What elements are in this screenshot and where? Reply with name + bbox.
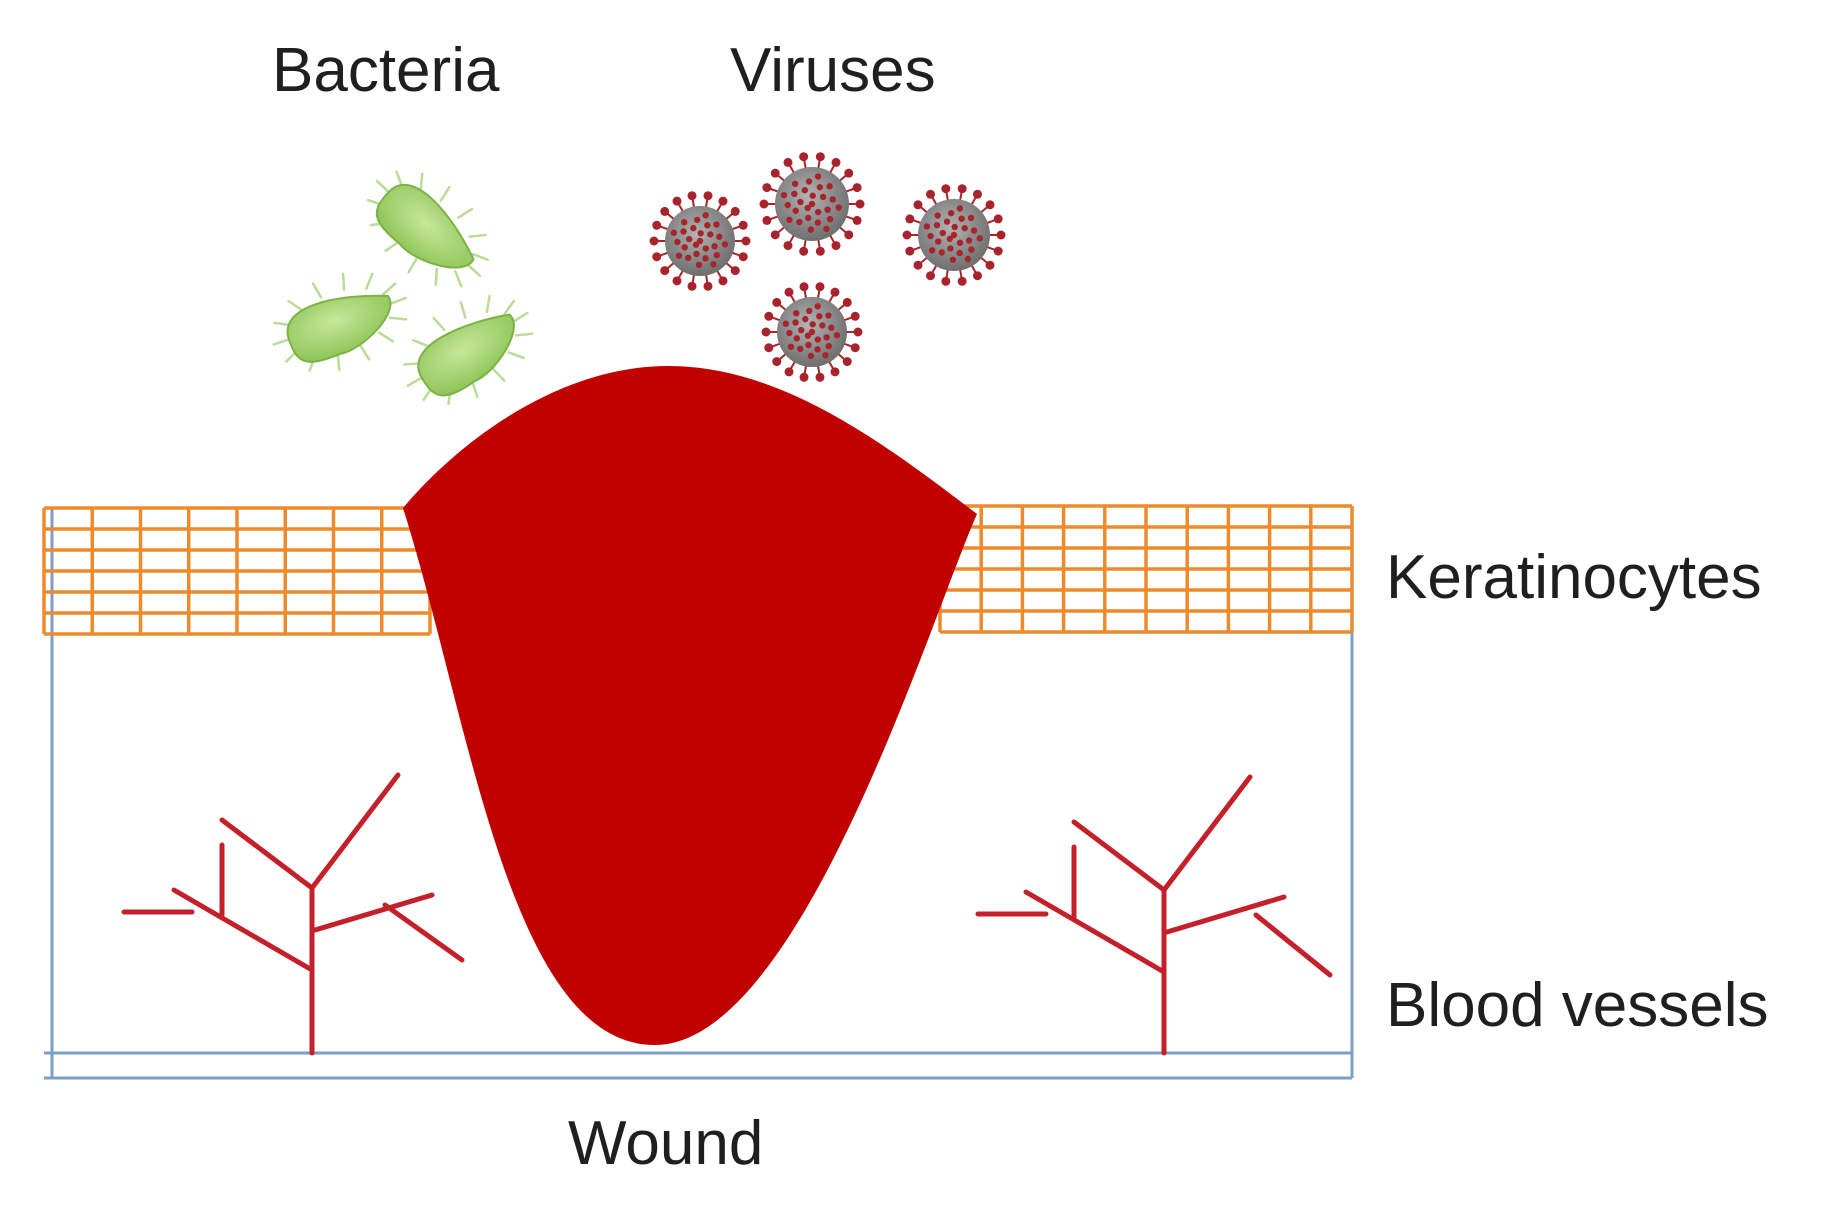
- virus-icon: [649, 191, 751, 291]
- blood-vessel-left: [121, 772, 465, 1056]
- virus-cluster: [649, 152, 1006, 382]
- viruses-label: Viruses: [730, 36, 936, 105]
- blood-vessels-label: Blood vessels: [1386, 971, 1769, 1040]
- bacteria-label: Bacteria: [272, 36, 500, 105]
- bacterium-icon: [402, 294, 534, 405]
- virus-icon: [902, 184, 1006, 286]
- keratinocyte-grid-right: [938, 504, 1354, 634]
- bacterium-icon: [366, 170, 490, 288]
- wound-label: Wound: [568, 1109, 764, 1178]
- bacterium-icon: [272, 272, 408, 372]
- wound-shape: [403, 366, 977, 1045]
- virus-icon: [761, 282, 863, 382]
- bacteria-cluster: [272, 170, 534, 405]
- keratinocyte-grid-left: [42, 506, 432, 636]
- blood-vessel-right: [975, 774, 1333, 1056]
- keratinocytes-label: Keratinocytes: [1386, 543, 1762, 612]
- virus-icon: [759, 152, 865, 256]
